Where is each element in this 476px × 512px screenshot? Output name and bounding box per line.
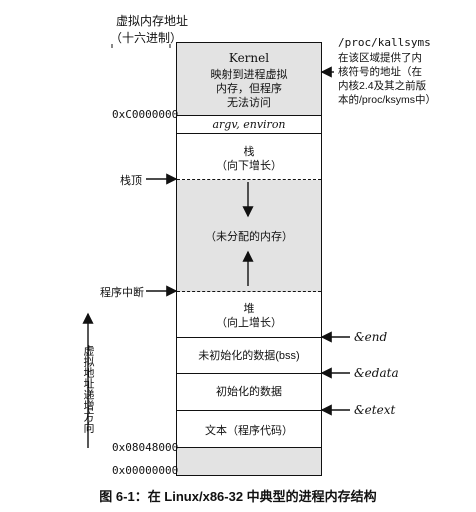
heap-growth-label: （向上增长） — [216, 317, 282, 329]
heap-label: 堆 — [243, 303, 255, 315]
argv-environ-label: argv, environ — [212, 118, 286, 131]
end-symbol: &end — [354, 330, 388, 344]
stack-growth-label: （向下增长） — [216, 160, 282, 172]
data-segment: 初始化的数据 — [177, 374, 321, 411]
kernel-title: Kernel — [228, 51, 270, 65]
etext-symbol: &etext — [354, 403, 396, 417]
proc-desc-line-1: 在该区域提供了内 — [338, 52, 422, 64]
kernel-desc-line-3: 无法访问 — [227, 97, 271, 109]
proc-desc-line-2: 核符号的地址（在 — [338, 66, 422, 78]
text-label: 文本（程序代码） — [205, 425, 293, 437]
proc-kallsyms-path: /proc/kallsyms — [338, 36, 431, 49]
argv-environ-segment: argv, environ — [177, 116, 321, 134]
unallocated-label: （未分配的内存） — [205, 231, 293, 243]
unallocated-segment: （未分配的内存） — [177, 180, 321, 292]
bss-label: 未初始化的数据(bss) — [198, 350, 300, 362]
text-segment: 文本（程序代码） — [177, 411, 321, 448]
stack-label: 栈 — [243, 146, 255, 158]
memory-layout-column: Kernel 映射到进程虚拟 内存，但程序 无法访问 argv, environ… — [176, 42, 322, 476]
address-header-title: 虚拟内存地址 — [116, 14, 189, 28]
bss-segment: 未初始化的数据(bss) — [177, 338, 321, 374]
address-zero: 0x00000000 — [112, 464, 179, 477]
address-kernel-start: 0xC0000000 — [112, 108, 179, 121]
proc-desc-line-4: 本的/proc/ksyms中） — [338, 94, 437, 106]
program-break-label: 程序中断 — [100, 287, 144, 299]
stack-top-label: 栈顶 — [120, 175, 142, 187]
proc-desc-line-3: 内核2.4及其之前版 — [338, 80, 427, 92]
kernel-segment: Kernel 映射到进程虚拟 内存，但程序 无法访问 — [177, 43, 321, 116]
stack-segment: 栈 （向下增长） — [177, 134, 321, 180]
kernel-desc-line-1: 映射到进程虚拟 — [210, 69, 288, 81]
data-label: 初始化的数据 — [216, 386, 282, 398]
edata-symbol: &edata — [354, 366, 399, 380]
address-text-start: 0x08048000 — [112, 441, 179, 454]
reserved-low-segment — [177, 448, 321, 475]
heap-segment: 堆 （向上增长） — [177, 292, 321, 338]
figure-caption: 图 6-1：在 Linux/x86-32 中典型的进程内存结构 — [99, 489, 377, 504]
kernel-desc-line-2: 内存，但程序 — [216, 83, 282, 95]
address-header-subtitle: （十六进制） — [110, 31, 183, 45]
